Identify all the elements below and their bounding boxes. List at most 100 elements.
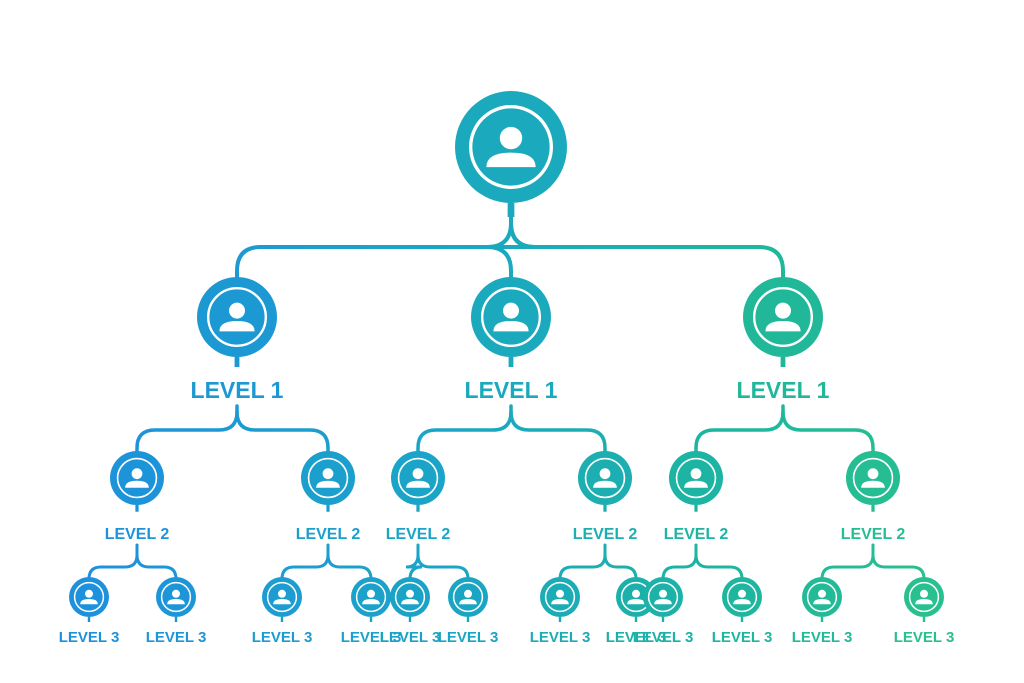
connector-root-branch-1 (235, 221, 513, 279)
user-avatar-icon (273, 589, 291, 605)
user-avatar-icon (813, 589, 831, 605)
user-avatar-icon (219, 302, 255, 332)
user-avatar-icon (684, 468, 708, 488)
level2-label-2: LEVEL 2 (296, 526, 361, 543)
connector-l2-5-branch-1 (661, 553, 698, 580)
user-avatar-icon (316, 468, 340, 488)
user-avatar-icon (362, 589, 380, 605)
level1-label-2: LEVEL 1 (465, 377, 558, 403)
level3-label-8: LEVEL 3 (606, 629, 667, 646)
connector-l2-2-branch-1 (280, 553, 330, 580)
root-node-ring (468, 105, 553, 189)
connector-l1-1 (135, 404, 330, 453)
level2-node-2-ring (307, 457, 349, 499)
connector-l1-1-branch-2 (235, 410, 330, 453)
connector-l2-1-branch-2 (135, 553, 178, 580)
level2-node-4-ring (584, 457, 626, 499)
level3-node-5 (390, 577, 430, 622)
level2-node-1 (110, 451, 164, 512)
user-avatar-icon (861, 468, 885, 488)
level3-node-6 (448, 577, 488, 622)
user-avatar-icon (167, 589, 185, 605)
level3-label-9: LEVEL 3 (633, 629, 694, 646)
connector-l2-6-branch-2 (871, 553, 926, 580)
level3-node-4-ring (355, 581, 387, 613)
level2-node-3-ring (397, 457, 439, 499)
level2-node-5-ring (675, 457, 717, 499)
level3-node-5-ring (394, 581, 426, 613)
level1-node-1 (197, 277, 277, 367)
root-node (455, 91, 567, 217)
level3-label-10: LEVEL 3 (712, 629, 773, 646)
level2-node-6-ring (852, 457, 894, 499)
user-avatar-icon (654, 589, 672, 605)
level2-node-1-ring (116, 457, 158, 499)
level3-node-7 (540, 577, 580, 622)
level2-node-2 (301, 451, 355, 512)
user-avatar-icon (125, 468, 149, 488)
level3-node-6-ring (452, 581, 484, 613)
level3-node-9 (643, 577, 683, 622)
connector-root-branch-3 (509, 221, 785, 279)
connector-root (235, 201, 785, 279)
level3-label-3: LEVEL 3 (252, 629, 313, 646)
level1-node-2-ring (481, 287, 542, 348)
level3-label-1: LEVEL 3 (59, 629, 120, 646)
connector-l1-2-branch-2 (509, 410, 607, 453)
level2-node-4 (578, 451, 632, 512)
user-avatar-icon (915, 589, 933, 605)
level3-label-5: LEVEL 3 (380, 629, 441, 646)
level3-label-12: LEVEL 3 (894, 629, 955, 646)
level1-label-1: LEVEL 1 (191, 377, 284, 403)
connector-l2-4-branch-1 (558, 553, 607, 580)
connector-l1-3-branch-1 (694, 410, 785, 453)
user-avatar-icon (627, 589, 645, 605)
level3-node-12 (904, 577, 944, 622)
level3-node-3-ring (266, 581, 298, 613)
level2-label-5: LEVEL 2 (664, 526, 729, 543)
connector-l2-3 (405, 543, 470, 580)
level2-label-3: LEVEL 2 (386, 526, 451, 543)
node-layer (69, 91, 944, 622)
connector-l1-2-branch-1 (416, 410, 513, 453)
level3-node-10 (722, 577, 762, 622)
level2-node-6 (846, 451, 900, 512)
connector-l2-2 (280, 543, 373, 580)
user-avatar-icon (401, 589, 419, 605)
connector-l2-4 (558, 543, 638, 580)
level3-label-6: LEVEL 3 (438, 629, 499, 646)
level1-node-3-ring (753, 287, 814, 348)
connector-l2-3-branch-1 (405, 553, 423, 580)
connector-l2-3-branch-2 (416, 553, 470, 580)
connector-l2-4-branch-2 (603, 553, 638, 580)
connector-lines (87, 201, 926, 580)
level3-node-2 (156, 577, 196, 622)
level3-label-4: LEVEL 3 (341, 629, 402, 646)
level3-node-7-ring (544, 581, 576, 613)
level2-node-3 (391, 451, 445, 512)
connector-l1-3 (694, 404, 875, 453)
level3-label-2: LEVEL 3 (146, 629, 207, 646)
level3-node-11 (802, 577, 842, 622)
user-avatar-icon (765, 302, 801, 332)
user-avatar-icon (593, 468, 617, 488)
label-layer: LEVEL 1 LEVEL 1 LEVEL 1 LEVEL 2 LEVEL 2 LEVEL… (59, 377, 955, 646)
level3-node-10-ring (726, 581, 758, 613)
level2-node-5 (669, 451, 723, 512)
level1-node-1-ring (206, 287, 267, 348)
level3-label-11: LEVEL 3 (792, 629, 853, 646)
level3-node-1-ring (73, 581, 105, 613)
connector-l2-6-branch-1 (820, 553, 875, 580)
level2-label-1: LEVEL 2 (105, 526, 170, 543)
user-avatar-icon (486, 126, 536, 168)
level2-label-4: LEVEL 2 (573, 526, 638, 543)
level1-node-3 (743, 277, 823, 367)
level1-label-3: LEVEL 1 (737, 377, 830, 403)
level2-label-6: LEVEL 2 (841, 526, 906, 543)
level1-node-2 (471, 277, 551, 367)
connector-l2-6 (820, 543, 926, 580)
connector-l1-3-branch-2 (781, 410, 875, 453)
user-avatar-icon (459, 589, 477, 605)
level3-node-3 (262, 577, 302, 622)
